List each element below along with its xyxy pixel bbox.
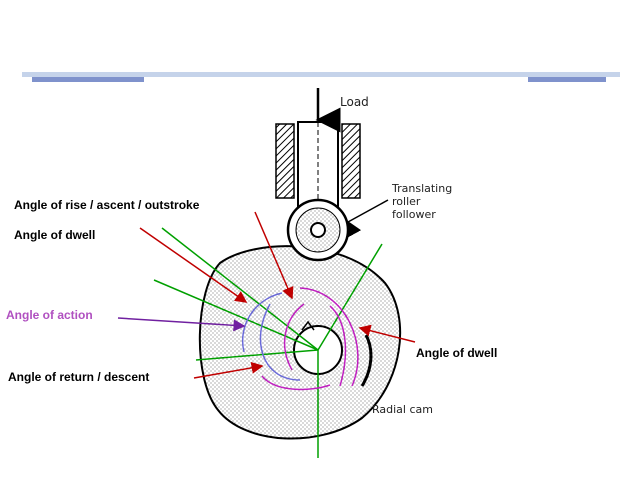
follower-label-line1: Translating: [392, 182, 453, 195]
follower-label-line3: follower: [392, 208, 436, 221]
angle-arcs: [242, 287, 359, 391]
load-label: Load: [340, 95, 369, 109]
follower-pointer: [347, 199, 389, 238]
roller: [286, 198, 350, 262]
label-angle-of-action: Angle of action: [6, 308, 93, 322]
follower-guides: [275, 123, 361, 199]
header-bar: [22, 72, 620, 77]
label-angle-of-dwell-right: Angle of dwell: [416, 346, 498, 360]
follower-label-line2: roller: [392, 195, 421, 208]
leader-lines-red: [139, 211, 416, 379]
angle-lines: [153, 227, 383, 458]
leader-line-action: [117, 317, 246, 332]
label-angle-of-rise: Angle of rise / ascent / outstroke: [14, 198, 200, 212]
radial-cam-label: Radial cam: [372, 403, 433, 416]
label-angle-of-return: Angle of return / descent: [8, 370, 150, 384]
header-accent-right: [528, 77, 606, 82]
rotation-arrow: [360, 334, 373, 387]
label-angle-of-dwell-left: Angle of dwell: [14, 228, 96, 242]
header-accent-left: [32, 77, 144, 82]
